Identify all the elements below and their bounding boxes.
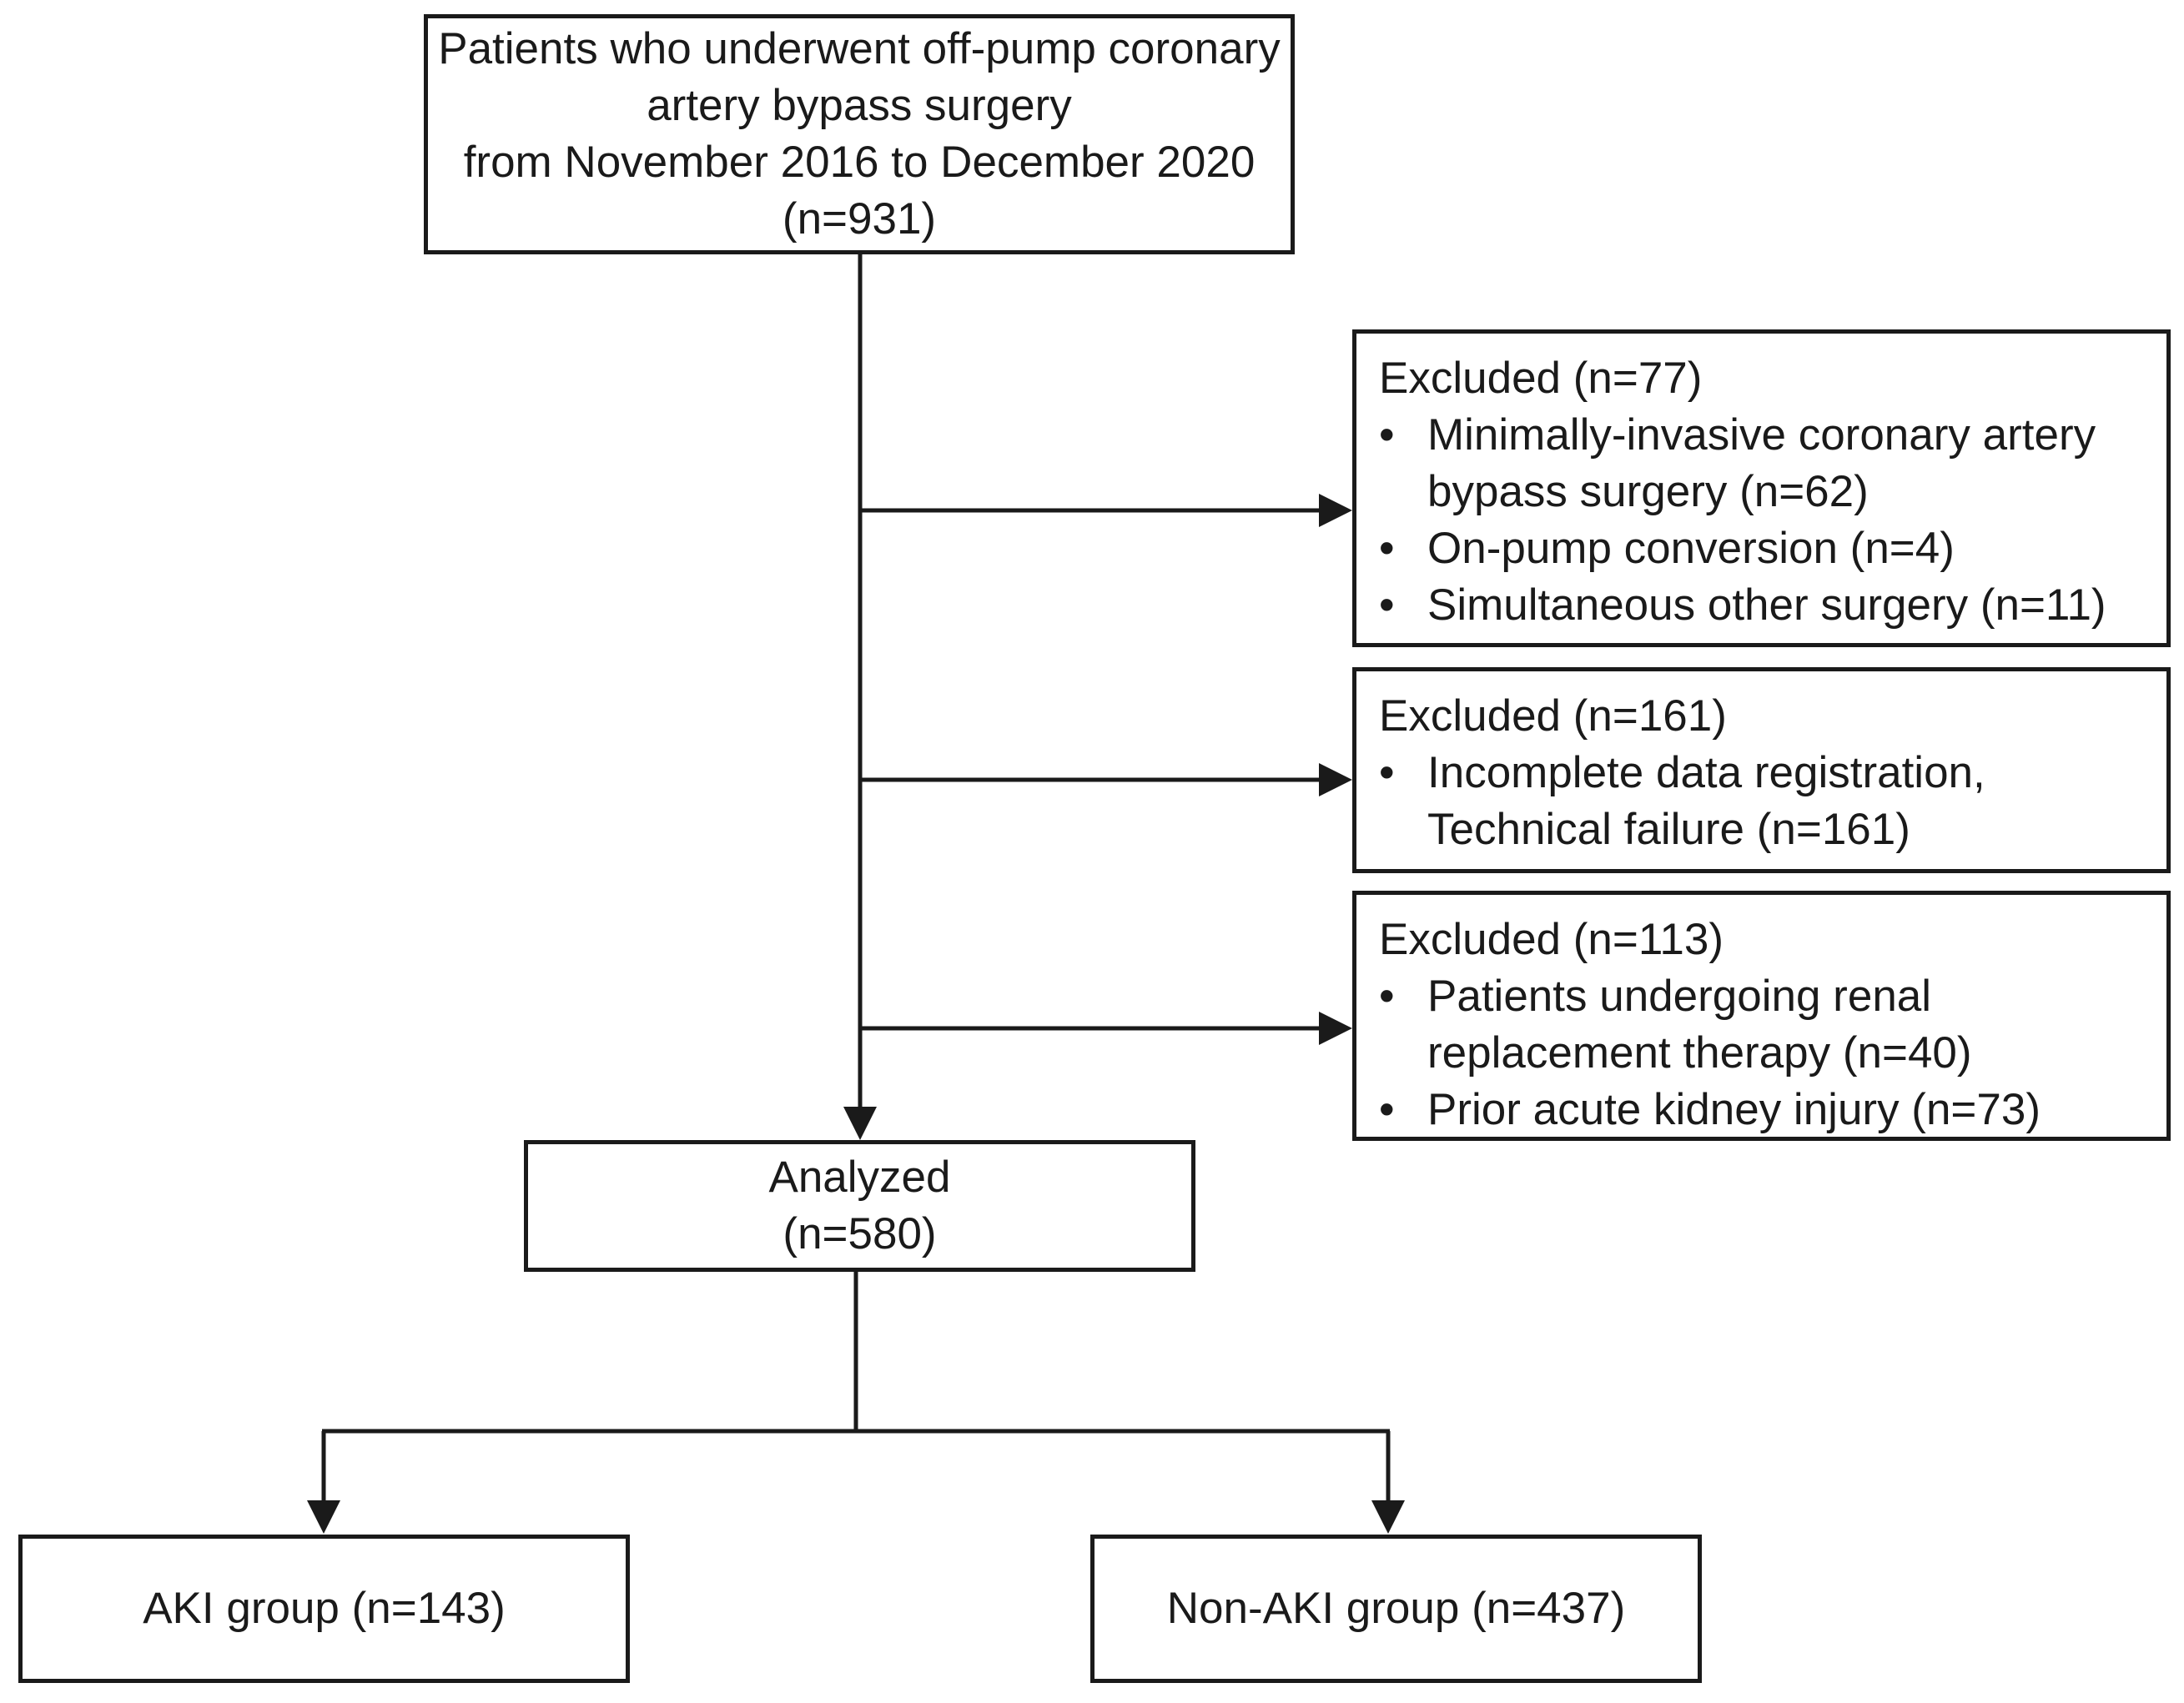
exclusion-box-3: Excluded (n=113) • Patients undergoing r… xyxy=(1352,891,2171,1141)
exclusion-item: • Prior acute kidney injury (n=73) xyxy=(1379,1082,2166,1138)
exclusion-title-3: Excluded (n=113) xyxy=(1379,915,1724,964)
exclusion-item-line: Prior acute kidney injury (n=73) xyxy=(1427,1085,2041,1134)
bullet-icon: • xyxy=(1379,972,1395,1021)
exclusion-item-line: replacement therapy (n=40) xyxy=(1427,1028,1972,1078)
bullet-icon: • xyxy=(1379,748,1395,797)
bullet-icon: • xyxy=(1379,1085,1395,1134)
non-aki-group-label: Non-AKI group (n=437) xyxy=(1166,1584,1626,1633)
bullet-icon: • xyxy=(1379,580,1395,630)
non-aki-group-box: Non-AKI group (n=437) xyxy=(1090,1535,1702,1683)
exclusion-item: • Simultaneous other surgery (n=11) xyxy=(1379,577,2166,634)
bullet-icon: • xyxy=(1379,524,1395,573)
exclusion-item: • Patients undergoing renal replacement … xyxy=(1379,968,2166,1082)
exclusion-item-line: On-pump conversion (n=4) xyxy=(1427,524,1955,573)
exclusion-item-line: Simultaneous other surgery (n=11) xyxy=(1427,580,2106,630)
exclusion-item: • On-pump conversion (n=4) xyxy=(1379,520,2166,577)
exclusion-item-line: Patients undergoing renal xyxy=(1427,972,1932,1021)
enrollment-box: Patients who underwent off-pump coronary… xyxy=(424,14,1295,254)
enrollment-line-1: Patients who underwent off-pump coronary xyxy=(438,24,1281,73)
analyzed-box: Analyzed (n=580) xyxy=(524,1140,1195,1272)
exclusion-item-line: Technical failure (n=161) xyxy=(1427,805,1910,854)
analyzed-label: Analyzed xyxy=(768,1153,951,1202)
exclusion-title-1: Excluded (n=77) xyxy=(1379,354,1703,403)
exclusion-item-line: Minimally-invasive coronary artery xyxy=(1427,410,2096,460)
exclusion-item: • Incomplete data registration, Technica… xyxy=(1379,745,2166,858)
enrollment-count: (n=931) xyxy=(782,194,937,244)
enrollment-line-2: artery bypass surgery xyxy=(647,81,1072,130)
bullet-icon: • xyxy=(1379,410,1395,460)
exclusion-item-line: Incomplete data registration, xyxy=(1427,748,1985,797)
enrollment-line-3: from November 2016 to December 2020 xyxy=(463,138,1256,187)
exclusion-box-2: Excluded (n=161) • Incomplete data regis… xyxy=(1352,667,2171,873)
aki-group-box: AKI group (n=143) xyxy=(18,1535,630,1683)
exclusion-title-2: Excluded (n=161) xyxy=(1379,691,1727,741)
exclusion-item-line: bypass surgery (n=62) xyxy=(1427,467,1869,516)
exclusion-item: • Minimally-invasive coronary artery byp… xyxy=(1379,407,2166,520)
exclusion-box-1: Excluded (n=77) • Minimally-invasive cor… xyxy=(1352,329,2171,647)
aki-group-label: AKI group (n=143) xyxy=(143,1584,506,1633)
analyzed-count: (n=580) xyxy=(783,1209,937,1258)
